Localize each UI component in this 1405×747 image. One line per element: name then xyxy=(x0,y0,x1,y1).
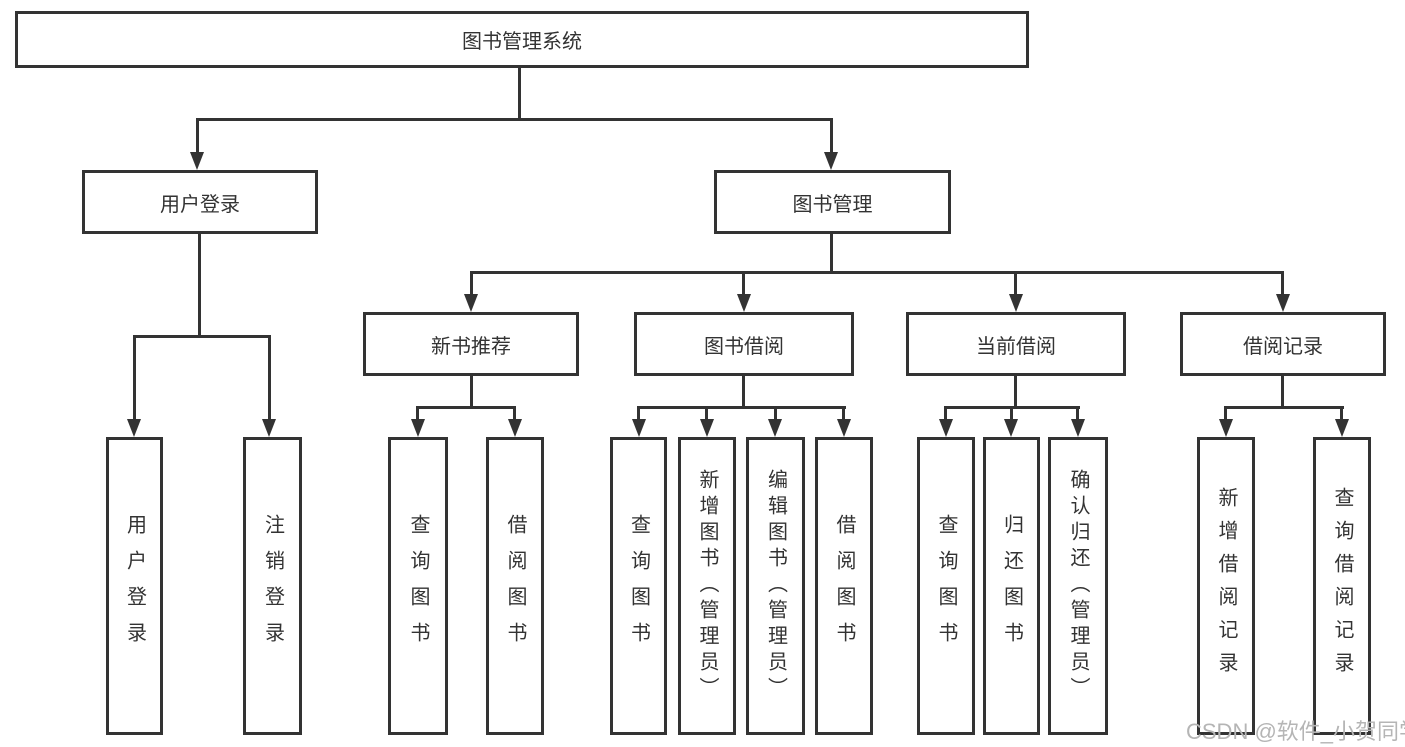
node-label: 注销登录 xyxy=(261,514,284,658)
connector-line xyxy=(1281,271,1284,297)
arrow-down-icon xyxy=(939,419,953,437)
node-book-borrowing: 图书借阅 xyxy=(634,312,854,376)
arrow-down-icon xyxy=(127,419,141,437)
node-new-book-recommend: 新书推荐 xyxy=(363,312,579,376)
arrow-down-icon xyxy=(1004,419,1018,437)
node-label: 当前借阅 xyxy=(976,335,1056,358)
arrow-down-icon xyxy=(837,419,851,437)
connector-line xyxy=(944,406,947,420)
connector-line xyxy=(1340,406,1343,420)
connector-line xyxy=(1224,406,1227,420)
connector-line xyxy=(470,375,473,408)
connector-line xyxy=(774,406,777,420)
leaf-borrow-books-1: 借阅图书 xyxy=(486,437,544,735)
leaf-confirm-return-admin: 确认归还（管理员） xyxy=(1048,437,1108,735)
connector-line xyxy=(198,233,201,337)
arrow-down-icon xyxy=(1276,294,1290,312)
leaf-user-login: 用户登录 xyxy=(106,437,163,735)
leaf-borrow-books-2: 借阅图书 xyxy=(815,437,873,735)
connector-line xyxy=(416,406,516,409)
connector-line xyxy=(1281,375,1284,408)
node-user-login: 用户登录 xyxy=(82,170,318,234)
arrow-down-icon xyxy=(1335,419,1349,437)
connector-line xyxy=(133,335,271,338)
arrow-down-icon xyxy=(508,419,522,437)
node-label: 新增借阅记录 xyxy=(1215,487,1237,685)
node-book-management: 图书管理 xyxy=(714,170,951,234)
connector-line xyxy=(742,375,745,408)
node-label: 图书管理系统 xyxy=(462,31,582,53)
connector-line xyxy=(705,406,708,420)
node-label: 确认归还（管理员） xyxy=(1067,469,1089,703)
node-label: 用户登录 xyxy=(123,514,146,658)
node-label: 查询图书 xyxy=(407,514,429,658)
arrow-down-icon xyxy=(1219,419,1233,437)
connector-line xyxy=(1014,271,1017,297)
connector-line xyxy=(830,118,833,154)
connector-line xyxy=(518,67,521,120)
connector-line xyxy=(470,271,473,297)
node-borrowing-records: 借阅记录 xyxy=(1180,312,1386,376)
node-current-borrowing: 当前借阅 xyxy=(906,312,1126,376)
node-label: 归还图书 xyxy=(1000,514,1023,658)
leaf-logout: 注销登录 xyxy=(243,437,302,735)
leaf-edit-book-admin: 编辑图书（管理员） xyxy=(746,437,805,735)
node-label: 新书推荐 xyxy=(431,335,511,358)
arrow-down-icon xyxy=(1009,294,1023,312)
node-label: 编辑图书（管理员） xyxy=(764,469,787,703)
arrow-down-icon xyxy=(824,152,838,170)
leaf-query-books-2: 查询图书 xyxy=(610,437,667,735)
node-label: 查询图书 xyxy=(627,514,650,658)
leaf-query-borrow-record: 查询借阅记录 xyxy=(1313,437,1371,735)
node-label: 借阅记录 xyxy=(1243,335,1323,358)
leaf-query-books-1: 查询图书 xyxy=(388,437,448,735)
node-label: 查询图书 xyxy=(935,514,957,658)
connector-line xyxy=(830,233,833,273)
connector-line xyxy=(842,406,845,420)
node-label: 图书管理 xyxy=(792,193,873,216)
arrow-down-icon xyxy=(190,152,204,170)
connector-line xyxy=(513,406,516,420)
arrow-down-icon xyxy=(768,419,782,437)
connector-line xyxy=(268,335,271,419)
arrow-down-icon xyxy=(464,294,478,312)
node-label: 借阅图书 xyxy=(833,514,855,658)
connector-line xyxy=(1010,406,1013,420)
node-label: 图书借阅 xyxy=(704,335,784,358)
node-label: 借阅图书 xyxy=(504,514,526,658)
connector-line xyxy=(1014,375,1017,408)
leaf-add-borrow-record: 新增借阅记录 xyxy=(1197,437,1255,735)
connector-line xyxy=(637,406,640,420)
connector-line xyxy=(1224,406,1344,409)
connector-line xyxy=(416,406,419,420)
arrow-down-icon xyxy=(262,419,276,437)
arrow-down-icon xyxy=(632,419,646,437)
arrow-down-icon xyxy=(737,294,751,312)
arrow-down-icon xyxy=(700,419,714,437)
node-library-management-system: 图书管理系统 xyxy=(15,11,1029,68)
connector-line xyxy=(196,118,833,121)
arrow-down-icon xyxy=(411,419,425,437)
connector-line xyxy=(196,118,199,154)
leaf-add-book-admin: 新增图书（管理员） xyxy=(678,437,736,735)
leaf-query-books-3: 查询图书 xyxy=(917,437,975,735)
node-label: 新增图书（管理员） xyxy=(696,469,718,703)
connector-line xyxy=(133,335,136,419)
leaf-return-book: 归还图书 xyxy=(983,437,1040,735)
node-label: 查询借阅记录 xyxy=(1331,487,1353,685)
connector-line xyxy=(742,271,745,297)
watermark: CSDN @软件_小贺同学 xyxy=(1186,719,1405,744)
connector-line xyxy=(637,406,846,409)
node-label: 用户登录 xyxy=(160,193,240,216)
connector-line xyxy=(1076,406,1079,420)
arrow-down-icon xyxy=(1071,419,1085,437)
connector-line xyxy=(470,271,1283,274)
